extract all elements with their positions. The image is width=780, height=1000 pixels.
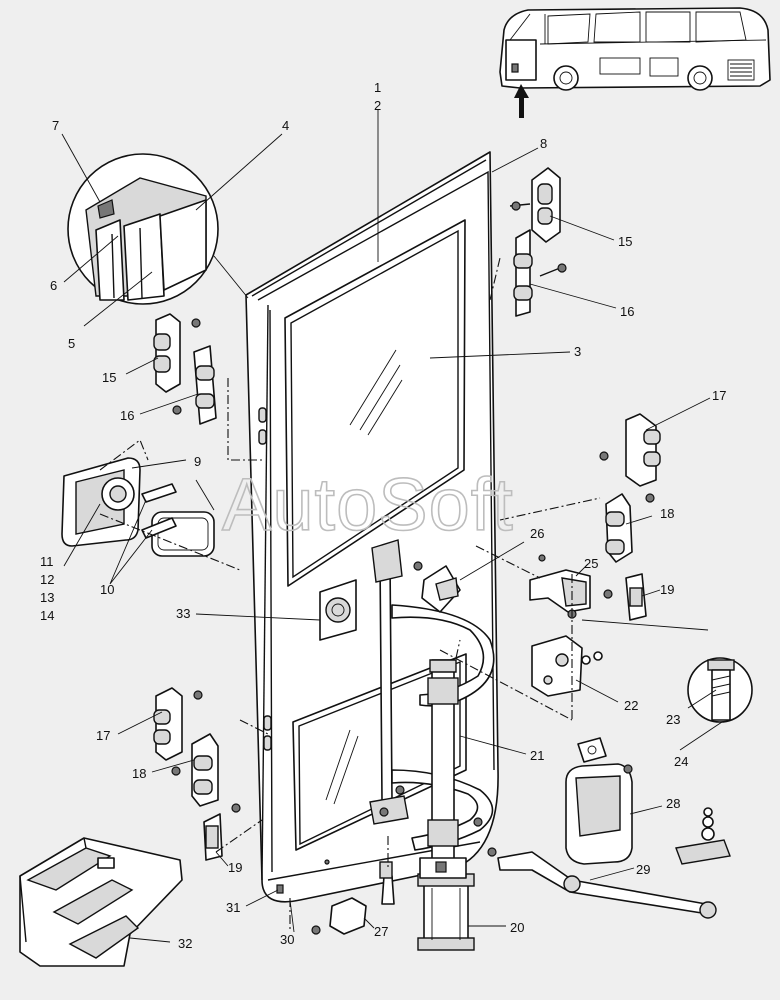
callout-6: 6 (50, 278, 57, 293)
callout-15b: 15 (102, 370, 116, 385)
hinge-upper-right (509, 167, 561, 317)
bus-illustration (499, 7, 771, 118)
callout-5: 5 (68, 336, 75, 351)
callout-31: 31 (226, 900, 240, 915)
door-mechanism (369, 539, 495, 861)
callout-12: 12 (40, 572, 54, 587)
cylinder-cover (565, 737, 633, 865)
leader-lines (61, 110, 723, 943)
fasteners (171, 201, 655, 935)
callout-16b: 16 (120, 408, 134, 423)
entry-step (19, 837, 183, 967)
callout-17b: 17 (96, 728, 110, 743)
callout-2: 2 (374, 98, 381, 113)
callout-4: 4 (282, 118, 289, 133)
callout-22: 22 (624, 698, 638, 713)
limit-switch (329, 861, 395, 935)
callout-7: 7 (52, 118, 59, 133)
pivot-brackets (529, 569, 603, 697)
callout-20: 20 (510, 920, 524, 935)
callout-19b: 19 (228, 860, 242, 875)
callout-30: 30 (280, 932, 294, 947)
bolt-detail-inset (687, 657, 753, 723)
callout-11: 11 (40, 554, 54, 569)
callout-1: 1 (374, 80, 381, 95)
callout-3: 3 (574, 344, 581, 359)
callout-28: 28 (666, 796, 680, 811)
callout-25: 25 (584, 556, 598, 571)
callout-27: 27 (374, 924, 388, 939)
door-cylinder (417, 857, 475, 951)
callout-19a: 19 (660, 582, 674, 597)
callout-18b: 18 (132, 766, 146, 781)
callout-16a: 16 (620, 304, 634, 319)
door-handle (61, 457, 215, 557)
callout-15a: 15 (618, 234, 632, 249)
callout-26: 26 (530, 526, 544, 541)
callout-9: 9 (194, 454, 201, 469)
callout-18a: 18 (660, 506, 674, 521)
door-lamp (319, 579, 357, 641)
callout-14: 14 (40, 608, 54, 623)
linkage-rod (497, 807, 731, 919)
callout-23: 23 (666, 712, 680, 727)
hinge-upper-left (153, 313, 217, 425)
callout-labels: 1 2 3 4 5 6 7 8 9 10 11 12 13 14 15 15 1… (40, 80, 726, 951)
callout-8: 8 (540, 136, 547, 151)
callout-21: 21 (530, 748, 544, 763)
callout-24: 24 (674, 754, 688, 769)
callout-29: 29 (636, 862, 650, 877)
hinge-lower-left (153, 687, 223, 861)
watermark-text: AutoSoft (222, 463, 514, 546)
callout-13: 13 (40, 590, 54, 605)
callout-17a: 17 (712, 388, 726, 403)
callout-32: 32 (178, 936, 192, 951)
seal-detail-inset (67, 153, 219, 305)
hinge-right (605, 413, 661, 621)
callout-33: 33 (176, 606, 190, 621)
callout-10: 10 (100, 582, 114, 597)
assembly-lines (99, 257, 601, 930)
